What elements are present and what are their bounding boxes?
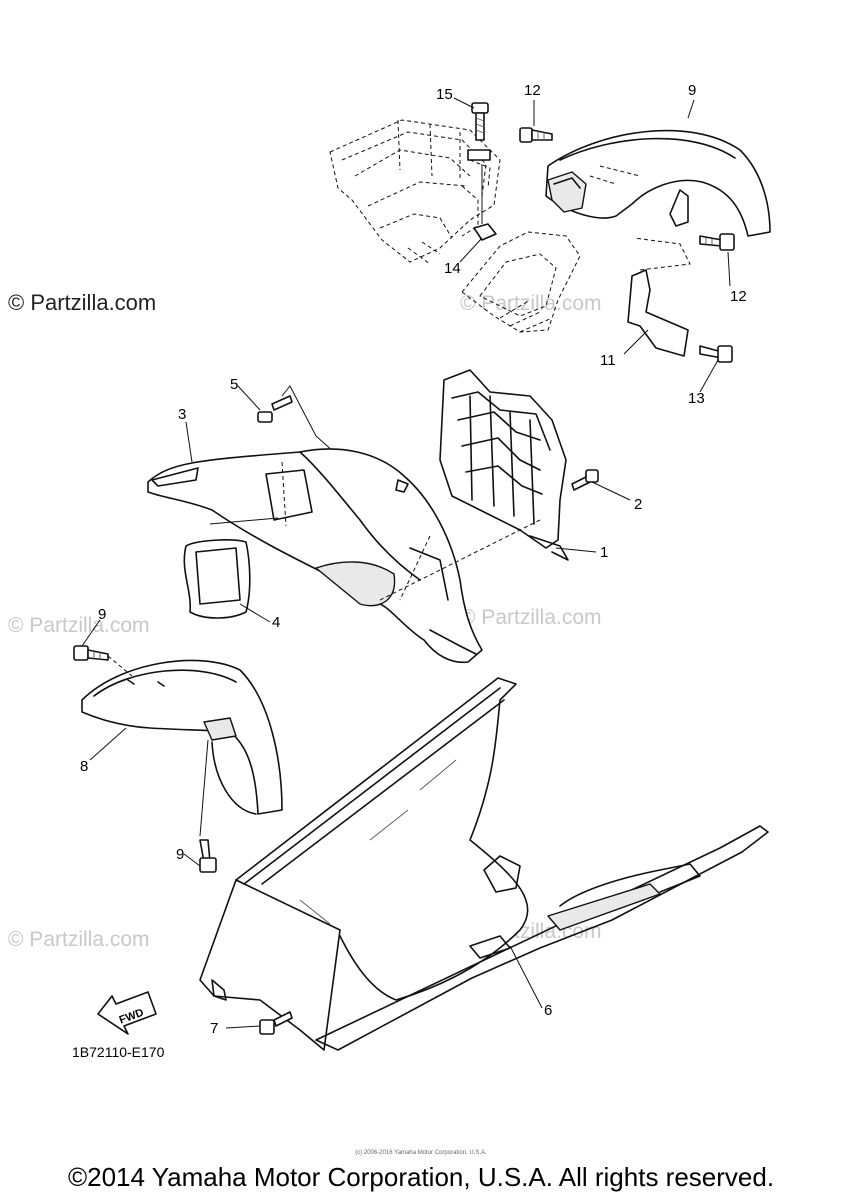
fwd-arrow-icon — [97, 991, 157, 1035]
callout-12: 12 — [730, 288, 747, 305]
chain-cover-6 — [199, 677, 769, 1051]
callout-10: 9 — [688, 82, 697, 99]
inner-cover-1 — [379, 369, 569, 601]
watermark-faint: © Partzilla.com — [8, 928, 150, 951]
leader-lines — [81, 97, 731, 1029]
callout-15: 15 — [436, 86, 453, 103]
callout-3: 3 — [178, 406, 187, 423]
bolt-15 — [467, 102, 491, 161]
callout-6: 6 — [544, 1002, 553, 1019]
bolt-12-upper — [519, 127, 553, 143]
callout-7: 7 — [210, 1020, 219, 1037]
callout-8: 8 — [80, 758, 89, 775]
screw-7 — [259, 1011, 293, 1035]
callout-2: 2 — [634, 496, 643, 513]
screw-2 — [571, 469, 599, 491]
screw-5 — [257, 385, 335, 453]
callout-1: 1 — [600, 544, 609, 561]
callout-14: 14 — [444, 260, 461, 277]
bolt-9-lower — [199, 839, 217, 873]
callout-11: 11 — [600, 352, 616, 369]
nut-14 — [473, 164, 497, 241]
bolt-9-upper — [73, 645, 109, 661]
pad-4 — [183, 517, 279, 619]
callout-13: 13 — [688, 390, 705, 407]
callout-5: 5 — [230, 376, 239, 393]
diagram-code: 1B72110-E170 — [72, 1044, 165, 1060]
callout-12: 12 — [524, 82, 541, 99]
front-fender-8 — [81, 655, 283, 837]
bolt-12-lower — [699, 233, 735, 251]
watermark-faint: © Partzilla.com — [460, 292, 602, 315]
watermark-copyright: © Partzilla.com — [8, 290, 157, 315]
footer-small-print: (c) 2006-2016 Yamaha Motor Corporation, … — [355, 1150, 487, 1156]
bracket-11 — [627, 237, 691, 357]
frame-outline — [329, 119, 581, 333]
watermark-faint: © Partzilla.com — [8, 614, 150, 637]
side-cover-3 — [147, 448, 483, 664]
rear-fender-10 — [545, 129, 771, 237]
callout-4: 4 — [272, 614, 281, 631]
watermark-faint: © Partzilla.com — [460, 606, 602, 629]
callout-9: 9 — [176, 846, 185, 863]
bolt-13 — [699, 345, 733, 363]
footer-copyright: ©2014 Yamaha Motor Corporation, U.S.A. A… — [67, 1162, 775, 1192]
callout-9: 9 — [98, 606, 107, 623]
